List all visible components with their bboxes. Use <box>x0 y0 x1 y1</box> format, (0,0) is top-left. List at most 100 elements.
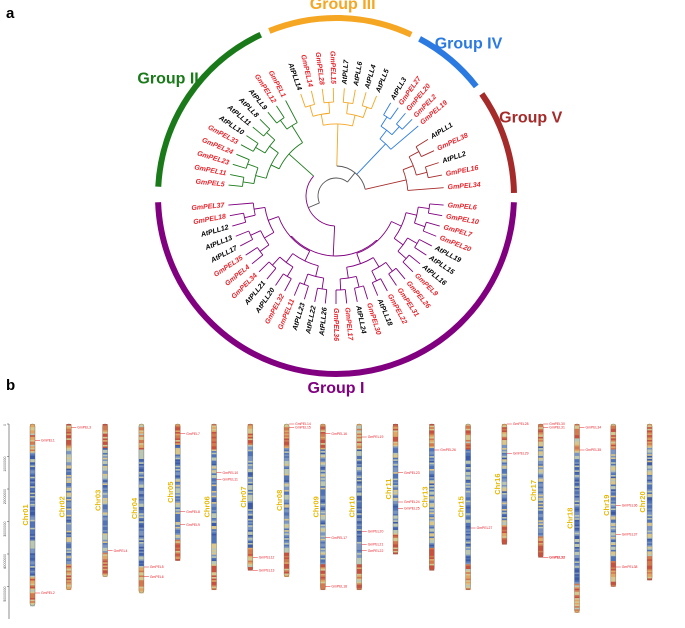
tree-root-branch <box>308 202 320 209</box>
tree-branch <box>419 239 432 247</box>
tree-branch <box>391 126 400 136</box>
density-band <box>501 497 507 500</box>
scale-tick-label: 20000000 <box>3 489 7 504</box>
density-band <box>647 439 653 442</box>
density-band <box>175 549 181 552</box>
tree-branch <box>244 214 256 219</box>
density-band <box>356 431 362 434</box>
gene-label: GmPEL8 <box>186 510 200 514</box>
density-band <box>30 594 35 597</box>
density-band <box>610 553 616 555</box>
density-band <box>175 480 181 483</box>
density-band <box>538 512 544 515</box>
density-band <box>465 546 471 549</box>
density-band <box>175 507 181 510</box>
density-band <box>211 567 217 570</box>
density-band <box>647 465 653 468</box>
density-band <box>320 513 326 516</box>
density-band <box>284 462 290 465</box>
density-band <box>465 522 471 525</box>
density-band <box>574 489 580 492</box>
tree-branch <box>380 278 388 292</box>
tree-branch <box>310 90 315 105</box>
density-band <box>610 459 616 461</box>
density-band <box>211 588 217 591</box>
density-band <box>356 444 362 447</box>
density-band <box>610 556 616 559</box>
density-band <box>247 533 253 536</box>
density-band <box>393 435 398 438</box>
density-band <box>610 576 616 579</box>
density-band <box>102 501 108 504</box>
gene-label: GmPEL12 <box>259 555 275 559</box>
density-band <box>66 570 72 573</box>
density-band <box>102 528 108 531</box>
density-band <box>66 498 72 501</box>
density-band <box>30 503 35 506</box>
density-band <box>429 480 435 483</box>
density-band <box>538 441 544 444</box>
density-band <box>102 531 108 534</box>
chromosome-label: Chr04 <box>130 497 139 519</box>
density-band <box>66 578 72 581</box>
density-band <box>66 508 72 511</box>
density-band <box>247 473 253 476</box>
density-band <box>465 580 471 583</box>
tree-branch <box>276 105 285 118</box>
density-band <box>320 569 326 571</box>
density-band <box>211 557 217 560</box>
density-band <box>102 496 108 499</box>
density-band <box>284 481 290 484</box>
density-band <box>574 526 580 529</box>
density-band <box>284 496 290 499</box>
density-band <box>465 449 471 452</box>
density-band <box>30 604 35 607</box>
density-band <box>30 457 35 460</box>
density-band <box>102 525 108 528</box>
gene-label: GmPEL1 <box>41 438 55 442</box>
density-band <box>66 454 72 457</box>
density-band <box>465 424 471 426</box>
density-band <box>102 568 108 571</box>
density-band <box>647 424 653 426</box>
density-band <box>429 475 435 478</box>
tree-branch <box>385 262 393 272</box>
density-band <box>247 460 253 463</box>
density-band <box>429 486 435 489</box>
density-band <box>211 438 217 441</box>
density-band <box>465 559 471 562</box>
tree-branch <box>361 92 367 106</box>
density-band <box>66 479 72 482</box>
density-band <box>102 438 108 441</box>
tree-branch <box>293 282 301 296</box>
density-band <box>356 490 362 493</box>
density-band <box>175 541 181 544</box>
density-band <box>211 553 217 555</box>
density-band <box>175 533 181 536</box>
density-band <box>574 521 580 524</box>
density-band <box>393 443 398 446</box>
density-band <box>610 570 616 573</box>
density-band <box>429 425 435 428</box>
density-band <box>211 475 217 477</box>
density-band <box>320 565 326 568</box>
density-band <box>320 581 326 584</box>
density-band <box>465 494 471 497</box>
density-band <box>284 554 290 557</box>
density-band <box>66 489 72 492</box>
tree-branch <box>356 221 392 254</box>
density-band <box>610 510 616 512</box>
density-band <box>574 476 580 479</box>
density-band <box>393 467 398 470</box>
density-band <box>647 517 653 520</box>
density-band <box>429 504 435 507</box>
density-band <box>393 436 398 439</box>
density-band <box>102 441 108 444</box>
density-band <box>356 546 362 549</box>
tree-branch <box>342 88 345 103</box>
density-band <box>138 526 144 528</box>
density-band <box>138 559 144 562</box>
density-band <box>175 483 181 486</box>
density-band <box>30 449 35 452</box>
